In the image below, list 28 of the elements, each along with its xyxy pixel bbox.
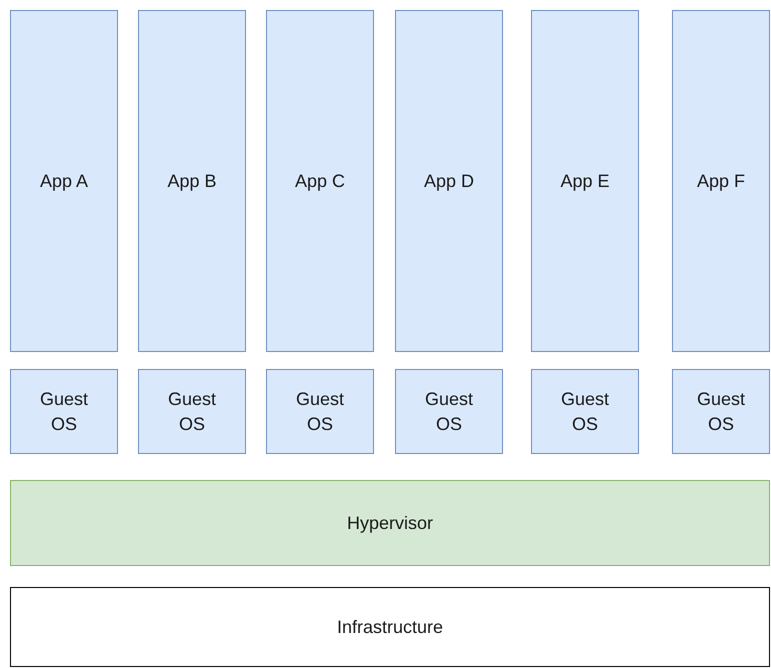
node-label: App D	[424, 170, 474, 193]
node-label: Guest OS	[166, 388, 218, 436]
guest-os-box	[266, 369, 374, 454]
guest-os-box	[531, 369, 639, 454]
application-box	[531, 10, 639, 352]
node-label: Guest OS	[560, 388, 610, 436]
guest-os-box	[395, 369, 503, 454]
application-box	[672, 10, 770, 352]
node-label: Hypervisor	[346, 512, 434, 535]
node-label: App B	[167, 170, 217, 193]
node-label: App E	[560, 170, 610, 193]
guest-os-box	[10, 369, 118, 454]
infrastructure-layer	[10, 587, 770, 667]
guest-os-box	[138, 369, 246, 454]
node-label: Guest OS	[696, 388, 746, 436]
application-box	[10, 10, 118, 352]
node-label: App A	[40, 170, 88, 193]
application-box	[138, 10, 246, 352]
application-box	[395, 10, 503, 352]
node-label: Infrastructure	[336, 616, 444, 639]
node-label: App F	[696, 170, 746, 193]
application-box	[266, 10, 374, 352]
hypervisor-layer	[10, 480, 770, 566]
node-label: Guest OS	[294, 388, 346, 436]
node-label: Guest OS	[38, 388, 90, 436]
node-label: Guest OS	[424, 388, 474, 436]
guest-os-box	[672, 369, 770, 454]
node-label: App C	[294, 170, 346, 193]
